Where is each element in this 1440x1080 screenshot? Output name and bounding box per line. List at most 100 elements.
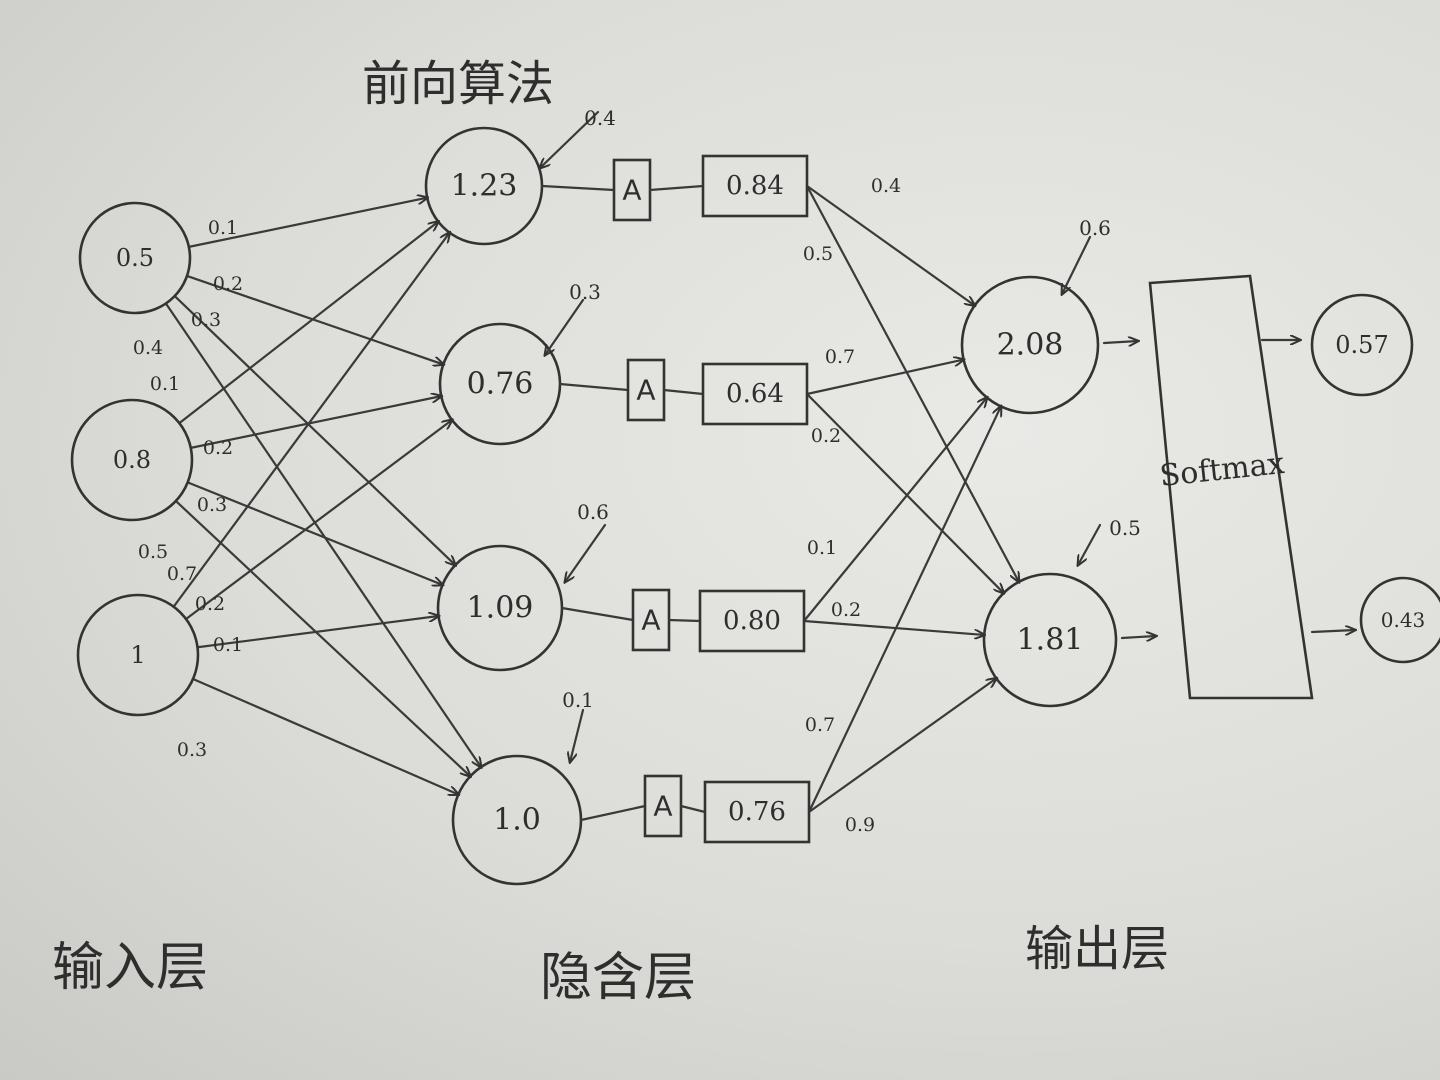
hidden-node-value: 1.09 bbox=[467, 591, 534, 626]
edge-i2-h3 bbox=[186, 481, 443, 584]
weight-label-h3-o1: 0.1 bbox=[807, 537, 837, 559]
activation-label: A bbox=[636, 374, 655, 407]
activated-value: 0.84 bbox=[726, 171, 784, 201]
input-node-circle bbox=[70, 398, 194, 522]
activation-to-output-line bbox=[679, 804, 707, 814]
weight-label-h3-o2: 0.2 bbox=[831, 599, 861, 621]
weight-label-i2-h4: 0.5 bbox=[138, 541, 168, 563]
softmax-output-value: 0.43 bbox=[1381, 608, 1426, 632]
bias-arrow bbox=[540, 110, 600, 168]
weight-label-i3-h3: 0.1 bbox=[213, 634, 243, 656]
hidden-to-activation-line bbox=[540, 184, 616, 192]
weight-label-i3-h2: 0.2 bbox=[195, 593, 225, 615]
activation-to-output-line bbox=[667, 618, 702, 623]
edge-h2-o1 bbox=[805, 360, 964, 396]
hidden-node-value: 1.0 bbox=[493, 803, 541, 838]
edge-i3-h4 bbox=[191, 677, 458, 795]
output-node-o2: 1.81 0.5 bbox=[982, 516, 1156, 708]
edge-i3-h2 bbox=[184, 420, 452, 621]
edge-i3-h1 bbox=[172, 233, 450, 608]
input-node-value: 0.5 bbox=[116, 244, 154, 272]
softmax-output-s2: 0.43 bbox=[1310, 576, 1440, 664]
weight-label-h1-o1: 0.4 bbox=[871, 175, 901, 197]
softmax-label: Softmax bbox=[1158, 446, 1286, 494]
weight-label-h1-o2: 0.5 bbox=[803, 243, 833, 265]
activated-value-box bbox=[701, 154, 809, 218]
bias-value: 0.5 bbox=[1109, 516, 1141, 540]
edge-i3-h3 bbox=[196, 616, 439, 649]
edge-i2-h4 bbox=[174, 499, 470, 776]
hidden-layer-label: 隐含层 bbox=[540, 948, 696, 1008]
bias-arrow bbox=[1062, 235, 1092, 294]
input-node-circle bbox=[78, 201, 192, 315]
input-node-i2: 0.8 bbox=[70, 398, 194, 522]
input-layer-label: 输入层 bbox=[52, 938, 208, 998]
input-node-circle bbox=[76, 593, 200, 717]
output-node-value: 1.81 bbox=[1017, 623, 1084, 658]
activation-label: A bbox=[641, 604, 660, 637]
softmax-output-value: 0.57 bbox=[1335, 331, 1388, 359]
bias-value: 0.3 bbox=[569, 280, 601, 304]
softmax-output-arrow bbox=[1310, 630, 1355, 632]
weight-label-h2-o1: 0.7 bbox=[825, 346, 855, 368]
weight-label-i2-h3: 0.3 bbox=[197, 494, 227, 516]
edge-h1-o2 bbox=[805, 184, 1019, 582]
diagram-title: 前向算法 bbox=[362, 56, 554, 112]
activation-label: A bbox=[653, 790, 672, 823]
bias-arrow bbox=[1078, 523, 1102, 565]
hidden-to-activation-line bbox=[579, 804, 647, 822]
weight-label-i2-h1: 0.1 bbox=[150, 373, 180, 395]
activated-value-box bbox=[698, 589, 806, 653]
weight-label-h4-o2: 0.9 bbox=[845, 814, 875, 836]
edge-i1-h3 bbox=[173, 294, 456, 565]
weight-label-i1-h4: 0.4 bbox=[133, 337, 163, 359]
edge-h3-o1 bbox=[802, 398, 987, 623]
input-node-i1: 0.5 bbox=[78, 201, 192, 315]
bias-value: 0.6 bbox=[577, 500, 609, 524]
hidden-to-activation-line bbox=[558, 382, 630, 392]
output-node-circle bbox=[960, 275, 1100, 415]
edge-i1-h1 bbox=[187, 198, 427, 248]
to-softmax-arrow bbox=[1120, 636, 1156, 638]
bias-arrow bbox=[570, 708, 585, 762]
edge-i1-h2 bbox=[185, 274, 443, 364]
edge-h1-o1 bbox=[805, 184, 975, 306]
weight-label-i3-h1: 0.7 bbox=[167, 563, 197, 585]
input-node-value: 1 bbox=[130, 641, 145, 669]
edge-h4-o1 bbox=[807, 406, 1001, 814]
weight-label-i3-h4: 0.3 bbox=[177, 739, 207, 761]
bias-value: 0.1 bbox=[562, 688, 594, 712]
activation-to-output-line bbox=[648, 184, 705, 192]
edges-layer: 0.10.20.30.40.10.20.30.50.70.20.10.30.40… bbox=[133, 175, 1019, 836]
bias-arrow bbox=[565, 523, 607, 582]
hidden-node-value: 1.23 bbox=[451, 169, 518, 204]
softmax-output-circle bbox=[1310, 293, 1414, 397]
edge-h2-o2 bbox=[805, 392, 1004, 593]
output-layer-label: 输出层 bbox=[1025, 921, 1169, 977]
bias-value: 0.6 bbox=[1079, 216, 1111, 240]
activation-to-output-line bbox=[662, 388, 705, 396]
weight-label-h4-o1: 0.7 bbox=[805, 714, 835, 736]
edge-i2-h2 bbox=[189, 396, 441, 449]
activated-value: 0.64 bbox=[726, 379, 784, 409]
hidden-unit-h2: 0.76 A 0.64 0.3 bbox=[438, 280, 809, 446]
hidden-to-activation-line bbox=[560, 606, 635, 622]
hidden-node-value: 0.76 bbox=[467, 367, 534, 402]
softmax-output-s1: 0.57 bbox=[1260, 293, 1414, 397]
hidden-unit-h4: 1.0 A 0.76 0.1 bbox=[451, 688, 811, 886]
output-node-o1: 2.08 0.6 bbox=[960, 216, 1138, 415]
softmax-box bbox=[1148, 274, 1314, 700]
edge-h3-o2 bbox=[802, 619, 984, 635]
output-node-value: 2.08 bbox=[997, 328, 1064, 363]
output-node-circle bbox=[982, 572, 1118, 708]
activated-value: 0.76 bbox=[728, 797, 786, 827]
input-node-i3: 1 bbox=[76, 593, 200, 717]
edge-i1-h4 bbox=[164, 302, 481, 767]
edge-h4-o2 bbox=[807, 678, 996, 814]
bias-value: 0.4 bbox=[584, 106, 616, 130]
